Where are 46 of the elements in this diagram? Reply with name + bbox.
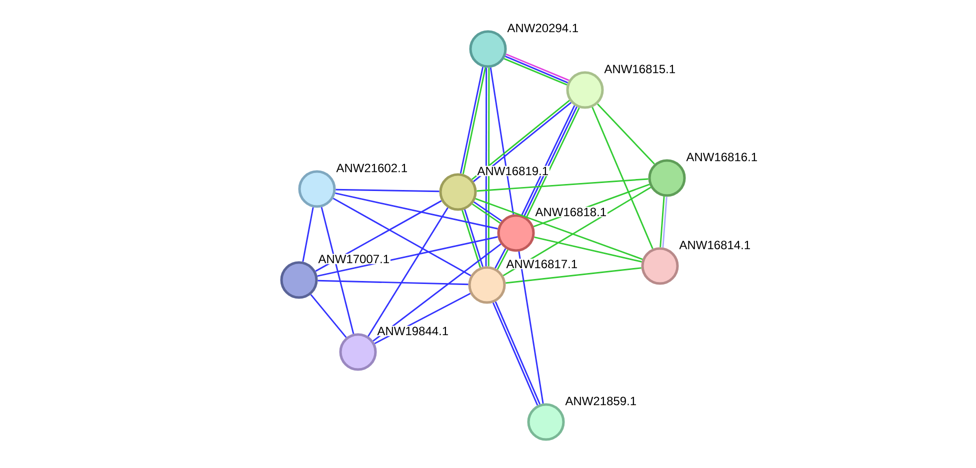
connector-line [302,207,314,262]
connector-line [372,243,502,342]
node-circle [566,71,604,109]
connector-line [318,280,468,286]
node-circle [527,403,565,441]
connector-line [490,67,514,215]
node-circle [339,333,377,371]
node-circle [280,261,318,299]
node-label: ANW16814.1 [678,240,752,250]
node-label: ANW21602.1 [335,162,408,174]
node-label: ANW21859.1 [564,396,638,406]
connector-line [597,103,655,165]
connector-line [662,196,668,248]
connector-line [660,196,665,248]
node-label: ANW17007.1 [317,254,390,264]
node-circle [468,266,506,304]
node-label: ANW16817.1 [505,258,578,270]
connector-line [315,200,442,272]
connector-line [320,207,354,334]
connector-line [476,178,648,192]
connector-line [336,188,440,192]
node-label: ANW16818.1 [534,206,608,218]
connector-line [592,106,654,249]
connector-line [475,198,643,260]
connector-line [534,236,642,262]
node-circle [298,170,336,208]
node-label: ANW16815.1 [603,64,676,74]
connector-line [518,251,544,404]
connector-line [488,68,490,266]
connector-line [368,207,448,337]
connector-line [332,198,472,276]
connector-line [310,294,347,338]
connector-line [317,236,498,277]
node-circle [469,30,507,68]
connector-line [335,192,498,230]
node-circle [641,247,679,285]
node-circle [648,159,686,197]
node-label: ANW16819.1 [476,166,550,176]
node-circle [439,173,477,211]
node-label: ANW16816.1 [685,152,758,162]
connector-line [506,267,642,284]
connector-line [502,186,652,276]
node-label: ANW19844.1 [376,326,450,336]
node-label: ANW20294.1 [506,22,580,34]
node-circle [497,214,535,252]
connector-line [485,68,488,266]
